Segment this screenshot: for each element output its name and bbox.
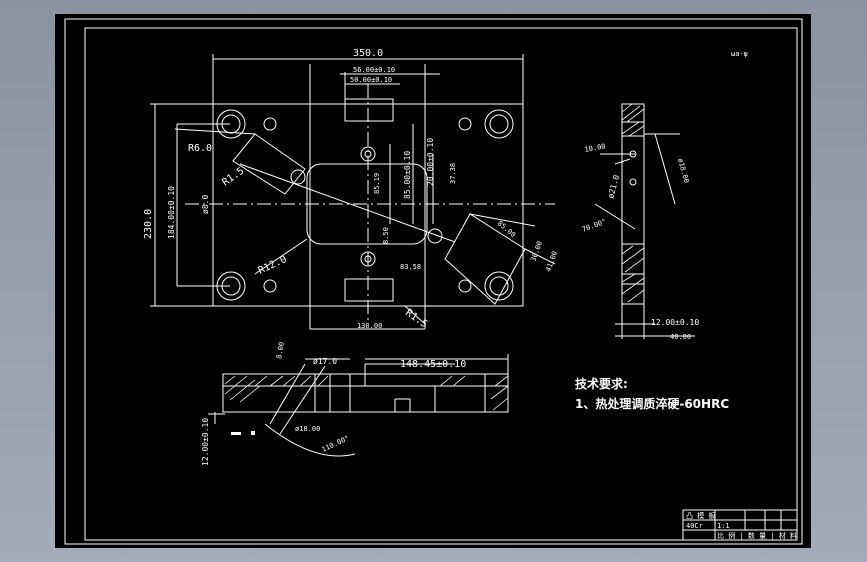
dim-center-4: 37.38: [449, 163, 457, 184]
top-view: [150, 54, 556, 330]
section-thickness: 12.00±0.10: [201, 418, 210, 466]
section-length: 148.45±0.10: [400, 359, 466, 370]
dim-center-2: 85.00±0.10: [403, 151, 412, 199]
scale-bar-icon: [231, 432, 241, 435]
notes-line-1: 1、热处理调质淬硬-60HRC: [575, 396, 729, 411]
dim-bottom: 130.00: [357, 322, 382, 330]
side-bottom-dim-2: 40.00: [670, 333, 691, 341]
side-angle: 70.00°: [581, 218, 608, 234]
section-small-dim: 8.00: [275, 341, 286, 359]
dim-radius-2: R1.5: [220, 166, 246, 189]
dim-angle-2: 30.00: [529, 240, 544, 263]
dim-height: 230.0: [143, 209, 154, 239]
side-bottom-dim-1: 12.00±0.10: [651, 318, 699, 327]
cad-viewport[interactable]: ωa-ψ 350.0 56.00±0.10 50.00±0.10 230.0 1…: [55, 14, 811, 548]
outer-frame: [64, 18, 803, 545]
dim-angle-3: 41.00: [544, 250, 559, 273]
dim-small-offset: 8.50: [382, 227, 390, 244]
side-right-dim: ø18.00: [676, 157, 690, 184]
title-block: [682, 509, 798, 541]
section-dia-bottom: ø18.00: [295, 425, 320, 433]
dim-slot-width: 83.58: [400, 263, 421, 271]
side-dia: ø21.0: [606, 174, 621, 200]
section-angle: 110.00°: [320, 434, 350, 454]
title-cell-3: 1:1: [717, 522, 730, 530]
dim-radius-1: R6.0: [188, 143, 212, 154]
scale-square-icon: [251, 431, 255, 435]
title-cell-4: 比 例 | 数 量 | 材 料: [717, 531, 797, 540]
dim-span: 184.00±0.10: [167, 186, 176, 239]
dim-width: 350.0: [353, 48, 383, 59]
corner-mark: ωa-ψ: [731, 50, 748, 58]
title-cell-2: 40Cr: [686, 522, 703, 530]
inner-frame: [84, 27, 798, 541]
dim-center-3: 20.00±0.10: [426, 138, 435, 186]
section-view: [208, 354, 509, 457]
side-view: [594, 103, 695, 339]
dim-dia-small: ø8.0: [201, 195, 210, 214]
dim-radius-3: R12.0: [257, 254, 289, 277]
title-cell-1: 凸 模 板: [686, 511, 715, 520]
drawing-sheet: ωa-ψ 350.0 56.00±0.10 50.00±0.10 230.0 1…: [64, 18, 803, 545]
notes-heading: 技术要求:: [575, 376, 628, 391]
section-dia-top: ø17.0: [313, 357, 337, 366]
dim-inner-2: 50.00±0.10: [350, 76, 392, 84]
dim-center-1: 85.19: [373, 173, 381, 194]
dim-inner-1: 56.00±0.10: [353, 66, 395, 74]
side-top-dim: 10.00: [584, 142, 606, 154]
